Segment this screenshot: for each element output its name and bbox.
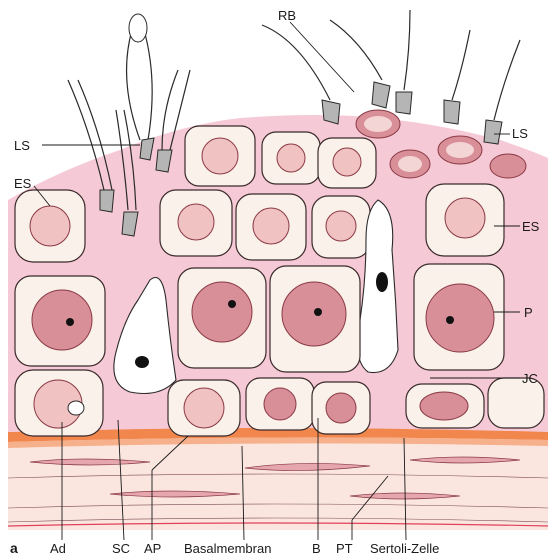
label-sc: SC bbox=[112, 541, 130, 556]
primary-spermatocytes bbox=[15, 264, 504, 372]
peritubular-tissue bbox=[8, 427, 548, 530]
label-ap: AP bbox=[144, 541, 161, 556]
label-rb: RB bbox=[278, 8, 296, 23]
label-es-right: ES bbox=[522, 219, 540, 234]
label-sertoli-zelle: Sertoli-Zelle bbox=[370, 541, 439, 556]
label-p: P bbox=[524, 305, 533, 320]
label-ls-right: LS bbox=[512, 126, 528, 141]
label-pt: PT bbox=[336, 541, 353, 556]
label-basalmembran: Basalmembran bbox=[184, 541, 271, 556]
label-jc: JC bbox=[522, 371, 538, 386]
label-es-left: ES bbox=[14, 176, 32, 191]
label-ad: Ad bbox=[50, 541, 66, 556]
label-ls-left: LS bbox=[14, 138, 30, 153]
panel-letter: a bbox=[10, 540, 18, 556]
label-b: B bbox=[312, 541, 321, 556]
